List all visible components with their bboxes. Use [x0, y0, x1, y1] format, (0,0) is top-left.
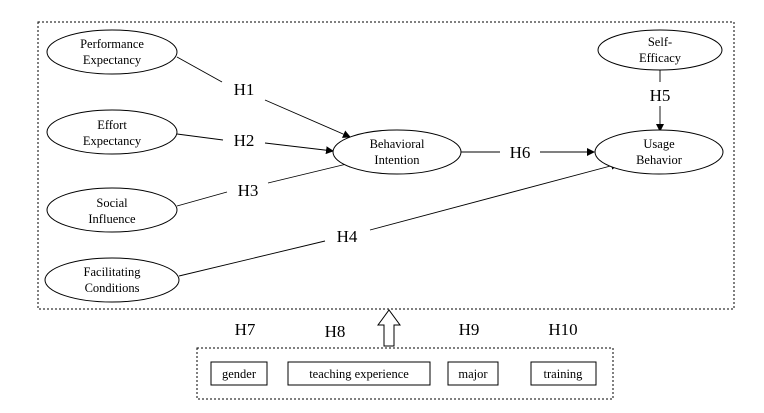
- node-self-efficacy: Self- Efficacy: [597, 29, 723, 71]
- line-si-h3: [176, 191, 228, 207]
- effort-expectancy-line1: Effort: [97, 118, 127, 132]
- arrow-h4-ub: [369, 161, 619, 231]
- moderator-teaching-experience-label: teaching experience: [309, 367, 409, 381]
- performance-expectancy-line1: Performance: [80, 37, 144, 51]
- hypothesis-h5-label: H5: [650, 86, 671, 105]
- behavioral-intention-line1: Behavioral: [370, 137, 425, 151]
- node-performance-expectancy: Performance Expectancy: [46, 29, 178, 75]
- model-frame: [37, 21, 735, 310]
- moderators-frame: [196, 347, 614, 400]
- hypothesis-h8-label: H8: [325, 322, 346, 341]
- moderator-teaching-experience: teaching experience: [287, 361, 431, 386]
- facilitating-conditions-line1: Facilitating: [84, 265, 142, 279]
- hypothesis-h10-label: H10: [548, 320, 577, 339]
- line-pe-h1: [176, 56, 223, 83]
- facilitating-conditions-line2: Conditions: [85, 281, 140, 295]
- moderator-major-label: major: [458, 367, 488, 381]
- arrow-h3-bi: [267, 159, 356, 184]
- hypothesis-h2-label: H2: [234, 131, 255, 150]
- node-social-influence: Social Influence: [46, 187, 178, 233]
- hypothesis-h3-label: H3: [238, 181, 259, 200]
- usage-behavior-line2: Behavior: [636, 153, 683, 167]
- hypothesis-h6-label: H6: [510, 143, 531, 162]
- moderator-gender-label: gender: [222, 367, 257, 381]
- behavioral-intention-line2: Intention: [374, 153, 420, 167]
- node-usage-behavior: Usage Behavior: [594, 129, 724, 175]
- social-influence-line1: Social: [96, 196, 128, 210]
- performance-expectancy-line2: Expectancy: [83, 53, 142, 67]
- moderator-gender: gender: [210, 361, 268, 386]
- arrow-h1-bi: [264, 99, 351, 138]
- line-ee-h2: [176, 133, 224, 141]
- moderation-up-arrow-icon: [377, 309, 401, 347]
- node-effort-expectancy: Effort Expectancy: [46, 109, 178, 155]
- moderator-training: training: [530, 361, 597, 386]
- path-lines: [176, 56, 664, 277]
- hypothesis-h7-label: H7: [235, 320, 256, 339]
- social-influence-line2: Influence: [88, 212, 136, 226]
- usage-behavior-line1: Usage: [643, 137, 675, 151]
- arrow-h2-bi: [264, 142, 334, 155]
- node-facilitating-conditions: Facilitating Conditions: [44, 257, 180, 303]
- effort-expectancy-line2: Expectancy: [83, 134, 142, 148]
- self-efficacy-line2: Efficacy: [639, 51, 682, 65]
- moderator-training-label: training: [544, 367, 584, 381]
- line-fc-h4: [178, 240, 326, 277]
- hypothesis-h1-label: H1: [234, 80, 255, 99]
- node-behavioral-intention: Behavioral Intention: [332, 129, 462, 175]
- hypothesis-h9-label: H9: [459, 320, 480, 339]
- self-efficacy-line1: Self-: [648, 35, 672, 49]
- moderator-major: major: [447, 361, 499, 386]
- hypothesis-h4-label: H4: [337, 227, 358, 246]
